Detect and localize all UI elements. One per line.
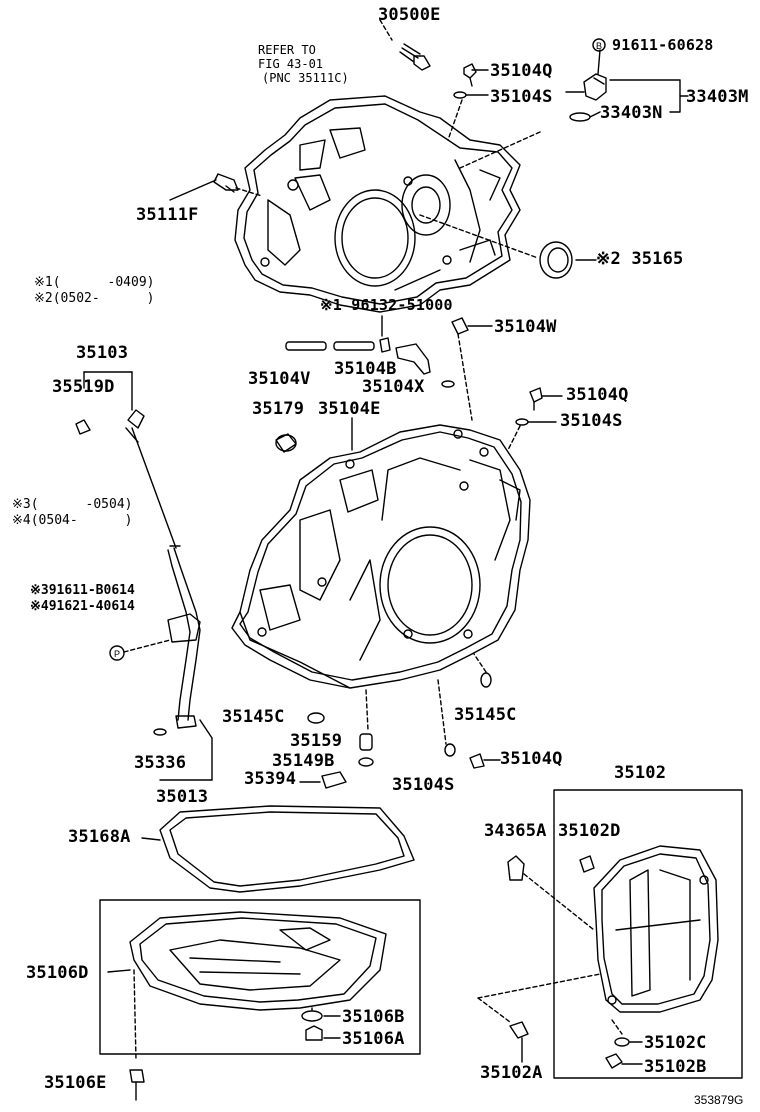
oil-seal-35165-icon <box>419 214 597 279</box>
refer-line-1: REFER TO <box>258 43 316 57</box>
oring-35102C-icon <box>614 1037 630 1047</box>
part-35159-icon <box>359 733 373 751</box>
bolt-35102B-icon <box>605 1053 623 1069</box>
part-35149B-icon <box>358 757 374 767</box>
label-35165: ※2 35165 <box>596 249 684 269</box>
bolt-34365A-icon <box>507 855 525 881</box>
dipstick-35103-icon <box>75 371 177 549</box>
label-35102D: 35102D <box>558 821 621 841</box>
label-35145C-right: 35145C <box>454 705 517 725</box>
plug-35106A-icon <box>305 1025 323 1041</box>
label-35104V: 35104V <box>248 369 311 389</box>
svg-text:B: B <box>596 41 602 51</box>
label-96132-51000: ※1 96132-51000 <box>320 296 453 314</box>
bolt-35104Q-icon <box>463 63 489 87</box>
part-35102-frame <box>553 789 743 1079</box>
gasket-35168A-icon <box>141 805 415 893</box>
label-35104W: 35104W <box>494 317 557 337</box>
speed-sensor-33403-icon <box>459 49 689 169</box>
label-35104B: 35104B <box>334 359 397 379</box>
label-35336: 35336 <box>134 753 187 773</box>
bolt-35111F-icon <box>169 173 263 201</box>
label-91621-40614: ※491621-40614 <box>30 599 135 614</box>
label-91611-60628: 91611-60628 <box>612 36 714 54</box>
bolt-35106E-icon <box>129 1069 145 1083</box>
label-35102B: 35102B <box>644 1057 707 1077</box>
bolt-35104Q-mid-icon <box>529 387 563 411</box>
gasket-35106B-icon <box>301 1010 323 1022</box>
label-35394: 35394 <box>244 769 297 789</box>
label-35179: 35179 <box>252 399 305 419</box>
oring-35104S-mid-icon <box>515 418 529 426</box>
label-35104E: 35104E <box>318 399 381 419</box>
magnet-35394-icon <box>321 771 347 789</box>
label-34365A: 34365A <box>484 821 547 841</box>
label-35111F: 35111F <box>136 205 199 225</box>
pipe-35104W-icon <box>451 317 493 421</box>
label-35519D: 35519D <box>52 377 115 397</box>
label-33403M: 33403M <box>686 87 749 107</box>
figure-code: 353879G <box>694 1093 744 1107</box>
transmission-case <box>231 424 531 689</box>
note-2: ※2(0502- ) <box>34 291 155 306</box>
plug-35102D-icon <box>579 855 595 873</box>
plug-35145C-right-icon <box>480 672 492 688</box>
label-30500E: 30500E <box>378 5 441 25</box>
label-35106B: 35106B <box>342 1007 405 1027</box>
label-35104S-low: 35104S <box>392 775 455 795</box>
label-35106A: 35106A <box>342 1029 405 1049</box>
oil-pan-frame <box>99 899 421 1055</box>
note-3: ※3( -0504) <box>12 497 133 512</box>
note-4: ※4(0504- ) <box>12 513 133 528</box>
label-91611-B0614: ※391611-B0614 <box>30 583 135 598</box>
bolt-35102A-icon <box>509 1021 529 1039</box>
oring-35104S-icon <box>453 91 467 99</box>
transaxle-housing <box>234 95 521 313</box>
label-35102: 35102 <box>614 763 667 783</box>
label-35168A: 35168A <box>68 827 131 847</box>
note-1: ※1( -0409) <box>34 275 155 290</box>
label-35159: 35159 <box>290 731 343 751</box>
label-35149B: 35149B <box>272 751 335 771</box>
label-35102C: 35102C <box>644 1033 707 1053</box>
bolt-30500E-icon <box>379 19 431 71</box>
dipstick-tube-35013-icon <box>159 545 213 781</box>
label-35106E: 35106E <box>44 1073 107 1093</box>
label-35145C-left: 35145C <box>222 707 285 727</box>
plug-35179-icon <box>275 433 297 453</box>
label-35104S-mid: 35104S <box>560 411 623 431</box>
label-35104Q-top: 35104Q <box>490 61 553 81</box>
plug-35145C-left-icon <box>307 712 325 724</box>
label-35104Q-low: 35104Q <box>500 749 563 769</box>
refer-line-3: (PNC 35111C) <box>262 71 349 85</box>
label-35104S-top: 35104S <box>490 87 553 107</box>
label-35103: 35103 <box>76 343 129 363</box>
bolt-35104Q-low-icon <box>469 753 485 769</box>
pin-96132-icon <box>379 315 391 353</box>
oil-pan-35106D-icon <box>107 911 387 1011</box>
svg-text:P: P <box>114 649 120 659</box>
pipe-35104B-icon <box>395 343 431 375</box>
label-35104Q-mid: 35104Q <box>566 385 629 405</box>
oring-35336-icon <box>153 728 167 736</box>
tube-35104V-icon <box>285 341 375 351</box>
label-35102A: 35102A <box>480 1063 543 1083</box>
label-35104X: 35104X <box>362 377 425 397</box>
label-35106D: 35106D <box>26 963 89 983</box>
label-35013: 35013 <box>156 787 209 807</box>
oring-35104X-icon <box>441 380 455 388</box>
refer-line-2: FIG 43-01 <box>258 57 324 71</box>
oring-35104S-low-icon <box>444 743 456 757</box>
label-33403N: 33403N <box>600 103 663 123</box>
cover-35102-icon <box>593 845 719 1013</box>
